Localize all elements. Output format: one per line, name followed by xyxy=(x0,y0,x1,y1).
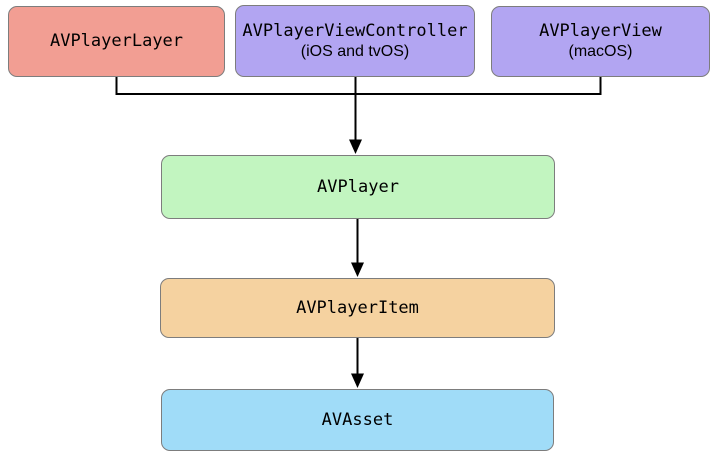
node-avasset: AVAsset xyxy=(161,389,554,451)
edge-bracket-top xyxy=(115,77,602,95)
node-platform-sublabel: (macOS) xyxy=(568,43,633,60)
arrowhead-to-avasset-icon xyxy=(351,373,364,388)
arrowhead-to-avplayer-icon xyxy=(349,139,362,154)
node-platform-sublabel: (iOS and tvOS) xyxy=(300,42,410,60)
arrowhead-to-avplayeritem-icon xyxy=(351,262,364,277)
node-avplayerviewcontroller: AVPlayerViewController (iOS and tvOS) xyxy=(235,5,475,77)
node-avplayerview: AVPlayerView (macOS) xyxy=(491,6,710,77)
node-label: AVPlayerLayer xyxy=(49,31,184,51)
node-avplayerlayer: AVPlayerLayer xyxy=(8,6,225,77)
node-label: AVAsset xyxy=(321,409,394,430)
node-avplayer: AVPlayer xyxy=(161,155,555,219)
node-label: AVPlayer xyxy=(317,176,399,197)
node-label: AVPlayerViewController xyxy=(242,20,468,41)
node-label: AVPlayerView xyxy=(539,21,662,41)
node-label: AVPlayerItem xyxy=(296,297,419,318)
node-avplayeritem: AVPlayerItem xyxy=(160,278,555,338)
